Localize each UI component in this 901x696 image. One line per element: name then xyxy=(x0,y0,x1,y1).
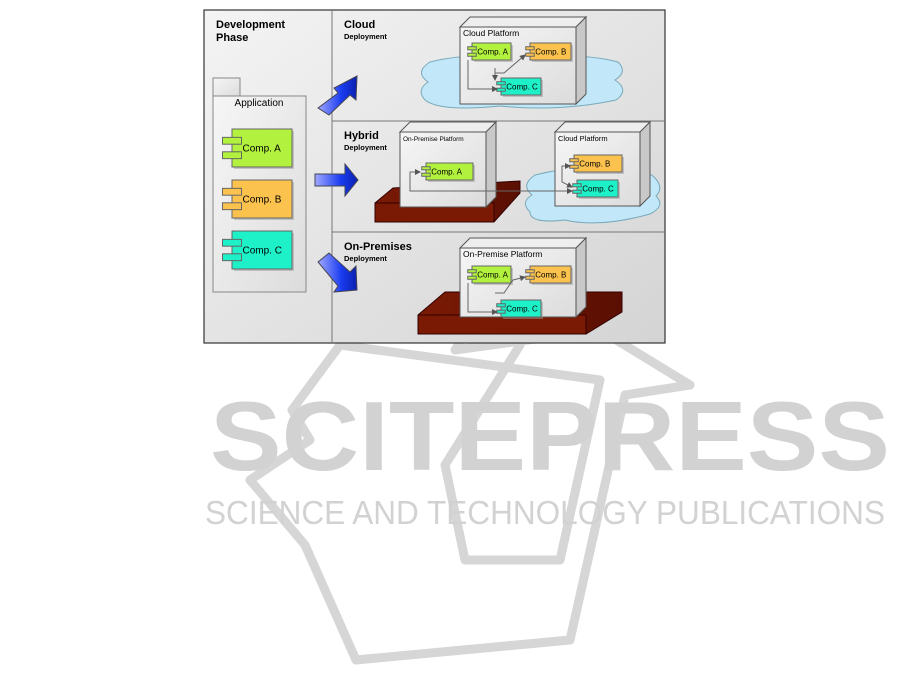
platform-label: On-Premise Platform xyxy=(403,136,464,143)
connectors xyxy=(409,54,573,315)
component-label: Comp. C xyxy=(506,304,538,313)
platform-label: Cloud Platform xyxy=(558,134,608,143)
watermark: SCITEPRESS SCIENCE AND TECHNOLOGY PUBLIC… xyxy=(205,275,890,665)
arrow-to-hybrid-icon xyxy=(314,162,359,198)
component-b: Comp. B xyxy=(525,265,573,285)
component-label: Comp. A xyxy=(431,167,462,176)
component-icon xyxy=(421,166,431,177)
component-label: Comp. A xyxy=(477,47,508,56)
hybrid-subtitle: Deployment xyxy=(344,143,387,152)
onprem-deployment-panel: On-Premises Deployment On-Premise Platfo… xyxy=(344,236,623,335)
onprem-subtitle: Deployment xyxy=(344,254,387,263)
watermark-subtitle: SCIENCE AND TECHNOLOGY PUBLICATIONS xyxy=(205,494,885,531)
arrow-to-onprem-icon xyxy=(317,252,358,293)
component-label: Comp. B xyxy=(579,159,610,168)
component-a: Comp. A xyxy=(467,42,513,62)
onprem-title: On-Premises xyxy=(344,241,412,253)
platform-label: Cloud Platform xyxy=(463,28,519,38)
component-icon xyxy=(467,269,477,280)
cloud-title: Cloud xyxy=(344,19,375,31)
component-c: Comp. C xyxy=(496,77,543,97)
cloud-subtitle: Deployment xyxy=(344,32,387,41)
component-c: Comp. C xyxy=(222,230,294,271)
dev-title-line2: Phase xyxy=(216,32,248,44)
component-label: Comp. C xyxy=(506,82,538,91)
watermark-title: SCITEPRESS xyxy=(210,381,890,491)
component-label: Comp. B xyxy=(243,195,282,206)
component-b: Comp. B xyxy=(525,42,573,62)
component-label: Comp. B xyxy=(535,270,566,279)
platform-label: On-Premise Platform xyxy=(463,249,542,259)
component-label: Comp. C xyxy=(243,246,282,257)
deployment-arrows xyxy=(314,75,359,293)
development-phase-panel: Development Phase Application Comp. A Com… xyxy=(212,19,307,293)
component-label: Comp. C xyxy=(582,184,614,193)
component-a: Comp. A xyxy=(421,162,475,182)
application-label: Application xyxy=(235,98,284,109)
component-c: Comp. C xyxy=(496,299,543,319)
component-icon xyxy=(222,136,242,160)
component-a: Comp. A xyxy=(467,265,513,285)
component-a: Comp. A xyxy=(222,128,294,169)
component-icon xyxy=(467,46,477,57)
component-label: Comp. A xyxy=(243,144,282,155)
arrow-to-cloud-icon xyxy=(317,75,358,116)
component-label: Comp. B xyxy=(535,47,566,56)
component-icon xyxy=(222,187,242,211)
component-b: Comp. B xyxy=(569,154,624,174)
component-b: Comp. B xyxy=(222,179,294,220)
dev-title-line1: Development xyxy=(216,19,285,31)
hybrid-title: Hybrid xyxy=(344,130,379,142)
component-icon xyxy=(222,238,242,262)
component-c: Comp. C xyxy=(572,179,620,199)
component-label: Comp. A xyxy=(477,270,508,279)
